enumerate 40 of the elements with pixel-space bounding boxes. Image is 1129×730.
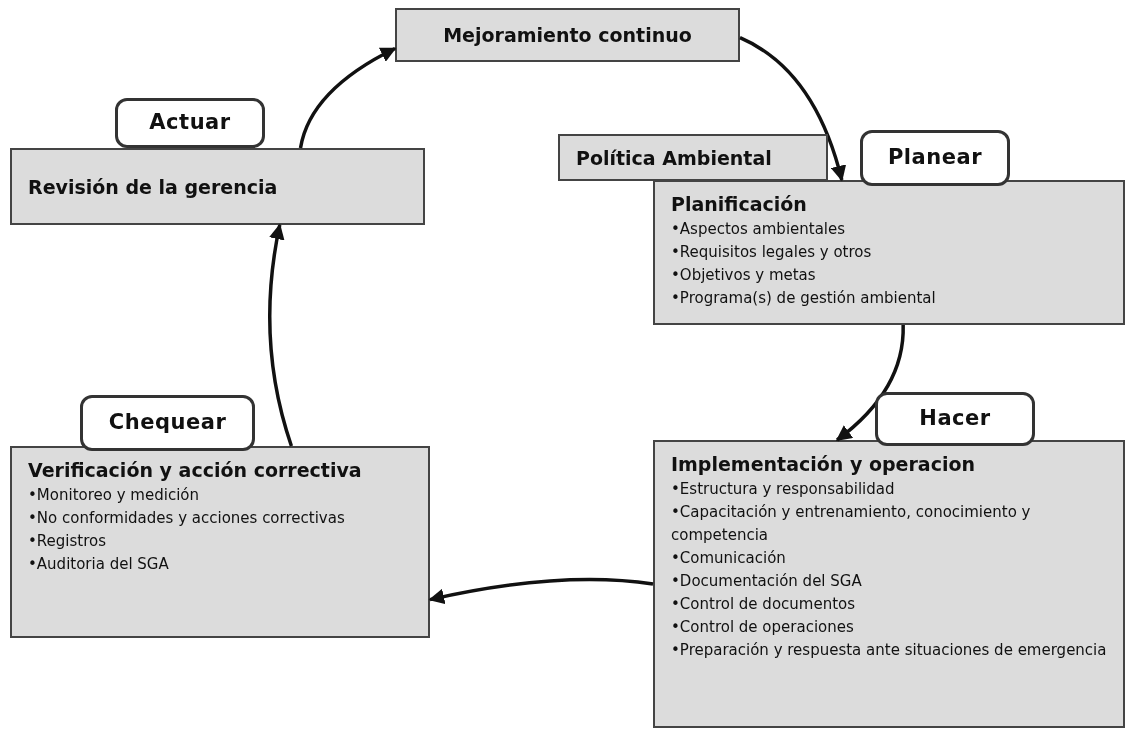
bullet-item: •Programa(s) de gestión ambiental bbox=[671, 288, 937, 309]
phase-label bbox=[80, 395, 255, 451]
phase-title: Planear bbox=[887, 144, 983, 172]
process-box bbox=[10, 148, 425, 225]
bullet-item: •Registros bbox=[28, 531, 108, 552]
bullet-item: •No conformidades y acciones correctivas bbox=[28, 508, 346, 529]
cycle-arrow bbox=[835, 324, 905, 442]
phase-title: Chequear bbox=[108, 409, 227, 437]
cycle-arrow bbox=[268, 223, 294, 447]
stage-panel bbox=[653, 440, 1125, 728]
stage-panel bbox=[653, 180, 1125, 325]
box-heading: Verificación y acción correctiva bbox=[28, 458, 363, 483]
bullet-item: •Documentación del SGA bbox=[671, 571, 863, 592]
cycle-arrow bbox=[298, 46, 397, 149]
phase-label bbox=[860, 130, 1010, 186]
bullet-item: •Estructura y responsabilidad bbox=[671, 479, 896, 500]
box-heading: Implementación y operacion bbox=[671, 452, 977, 477]
bullet-item: •Aspectos ambientales bbox=[671, 219, 847, 240]
bullet-item: •Capacitación y entrenamiento, conocimiento y competencia bbox=[671, 502, 1032, 546]
box-heading: Planificación bbox=[671, 192, 808, 217]
stage-panel bbox=[10, 446, 430, 638]
bullet-item: •Monitoreo y medición bbox=[28, 485, 200, 506]
box-heading: Política Ambiental bbox=[576, 145, 773, 171]
cycle-arrow bbox=[739, 36, 846, 182]
phase-label bbox=[115, 98, 265, 148]
bullet-item: •Comunicación bbox=[671, 548, 787, 569]
bullet-item: •Auditoria del SGA bbox=[28, 554, 170, 575]
phase-label bbox=[875, 392, 1035, 446]
bullet-item: •Requisitos legales y otros bbox=[671, 242, 873, 263]
bullet-item: •Control de documentos bbox=[671, 594, 857, 615]
phase-title: Hacer bbox=[919, 405, 991, 433]
cycle-arrow bbox=[428, 577, 654, 605]
process-box bbox=[558, 134, 828, 181]
phase-title: Actuar bbox=[149, 109, 231, 137]
box-heading: Mejoramiento continuo bbox=[443, 23, 692, 48]
box-heading: Revisión de la gerencia bbox=[28, 174, 279, 200]
bullet-item: •Control de operaciones bbox=[671, 617, 855, 638]
bullet-item: •Objetivos y metas bbox=[671, 265, 817, 286]
bullet-item: •Preparación y respuesta ante situaciones de emergencia bbox=[671, 640, 1107, 661]
process-box bbox=[395, 8, 740, 62]
